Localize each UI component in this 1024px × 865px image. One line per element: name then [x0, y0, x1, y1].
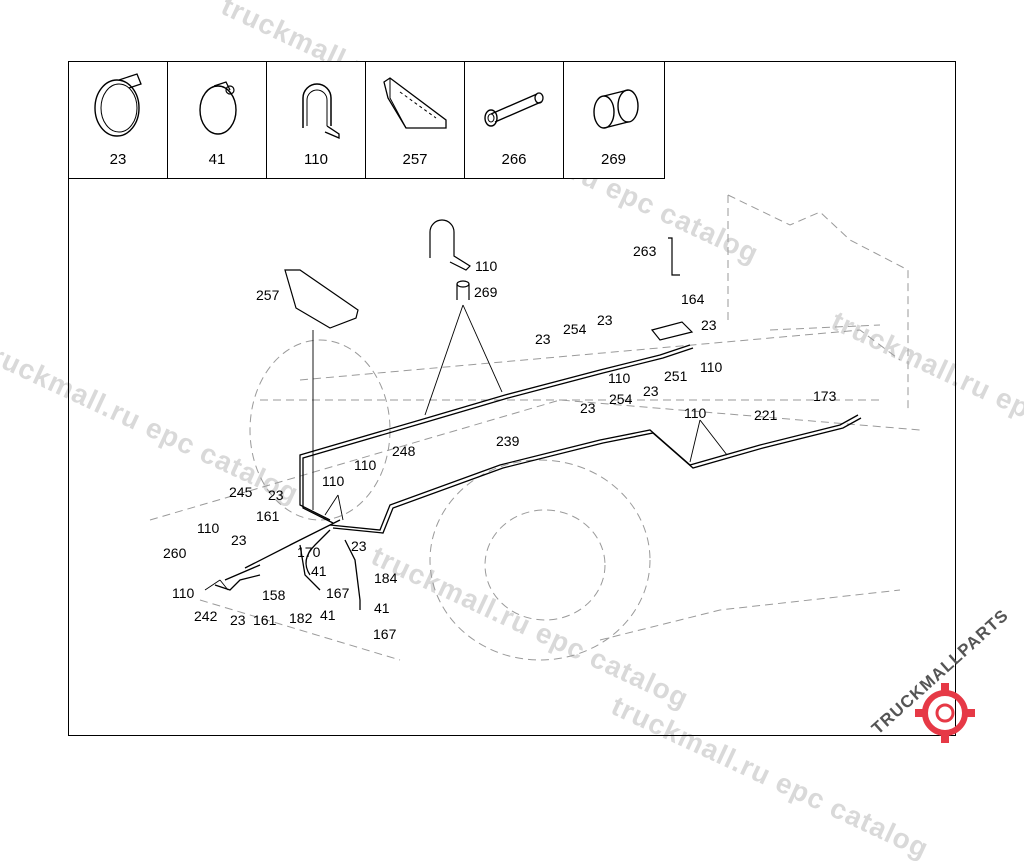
- callout-label: 170: [297, 544, 321, 560]
- callout-label: 167: [373, 626, 397, 642]
- callout-label: 221: [754, 407, 778, 423]
- callout-label: 184: [374, 570, 398, 586]
- gear-logo-icon: [915, 683, 975, 743]
- callout-label: 245: [229, 484, 253, 500]
- p-clip-icon: [302, 83, 340, 139]
- callout-label: 110: [354, 457, 377, 473]
- callout-label: 164: [681, 291, 705, 307]
- parts-callout-icons: [284, 219, 694, 341]
- callout-label: 110: [608, 370, 631, 386]
- legend-part-number: 23: [109, 151, 127, 168]
- callout-label: 110: [172, 585, 195, 601]
- chassis-outline: [149, 194, 921, 661]
- callout-label: 110: [475, 258, 498, 274]
- callout-label: 263: [633, 243, 657, 259]
- legend-cell: 257: [366, 62, 465, 178]
- callout-label: 41: [374, 600, 390, 616]
- callout-label: 23: [351, 538, 367, 554]
- legend-cell: 41: [168, 62, 267, 178]
- brake-line-drawing: [149, 194, 921, 661]
- callout-label: 254: [563, 321, 587, 337]
- callout-label: 110: [700, 359, 723, 375]
- callout-label: 167: [326, 585, 350, 601]
- callout-label: 23: [231, 532, 247, 548]
- spring-clamp-icon: [199, 81, 237, 135]
- callout-label: 257: [256, 287, 280, 303]
- callout-label: 269: [474, 284, 498, 300]
- bushing-icon: [456, 280, 470, 288]
- legend-part-number: 269: [600, 151, 627, 168]
- bushing-icon: [593, 89, 639, 129]
- callout-label: 161: [253, 612, 277, 628]
- legend-cell: 269: [564, 62, 663, 178]
- callout-label: 23: [580, 400, 596, 416]
- legend-part-number: 257: [402, 151, 428, 168]
- callout-label: 41: [311, 563, 327, 579]
- callout-label: 242: [194, 608, 218, 624]
- bracket-icon: [284, 269, 359, 329]
- legend-cell: 110: [267, 62, 366, 178]
- leader-lines: [204, 304, 728, 591]
- hose-clamp-icon: [94, 73, 142, 137]
- callout-label: 182: [289, 610, 313, 626]
- callout-label: 110: [197, 520, 220, 536]
- bracket-icon: [383, 77, 447, 129]
- callout-label: 41: [320, 607, 336, 623]
- legend-cell: 23: [69, 62, 168, 178]
- callout-label: 23: [535, 331, 551, 347]
- callout-label: 251: [664, 368, 688, 384]
- callout-label: 23: [268, 487, 284, 503]
- callout-label: 23: [701, 317, 717, 333]
- p-clip-icon: [429, 219, 471, 271]
- legend-part-number: 110: [304, 151, 328, 168]
- sleeve-icon: [484, 92, 544, 127]
- callout-label: 254: [609, 391, 633, 407]
- callout-label: 110: [322, 473, 345, 489]
- brake-lines: [214, 344, 862, 610]
- callout-label: 248: [392, 443, 416, 459]
- parts-legend: 23 41 110 257: [68, 61, 665, 179]
- callout-label: 158: [262, 587, 286, 603]
- legend-part-number: 266: [501, 151, 527, 168]
- callout-label: 23: [597, 312, 613, 328]
- legend-part-number: 41: [208, 151, 226, 168]
- callout-label: 23: [230, 612, 246, 628]
- p-clip-icon: [650, 321, 694, 341]
- callout-label: 23: [643, 383, 659, 399]
- callout-label: 260: [163, 545, 187, 561]
- bushing-icon: [456, 284, 470, 300]
- callout-label: 239: [496, 433, 520, 449]
- callout-label: 173: [813, 388, 837, 404]
- callout-label: 110: [684, 405, 707, 421]
- callout-label: 161: [256, 508, 280, 524]
- bracket-icon: [668, 237, 680, 276]
- legend-cell: 266: [465, 62, 564, 178]
